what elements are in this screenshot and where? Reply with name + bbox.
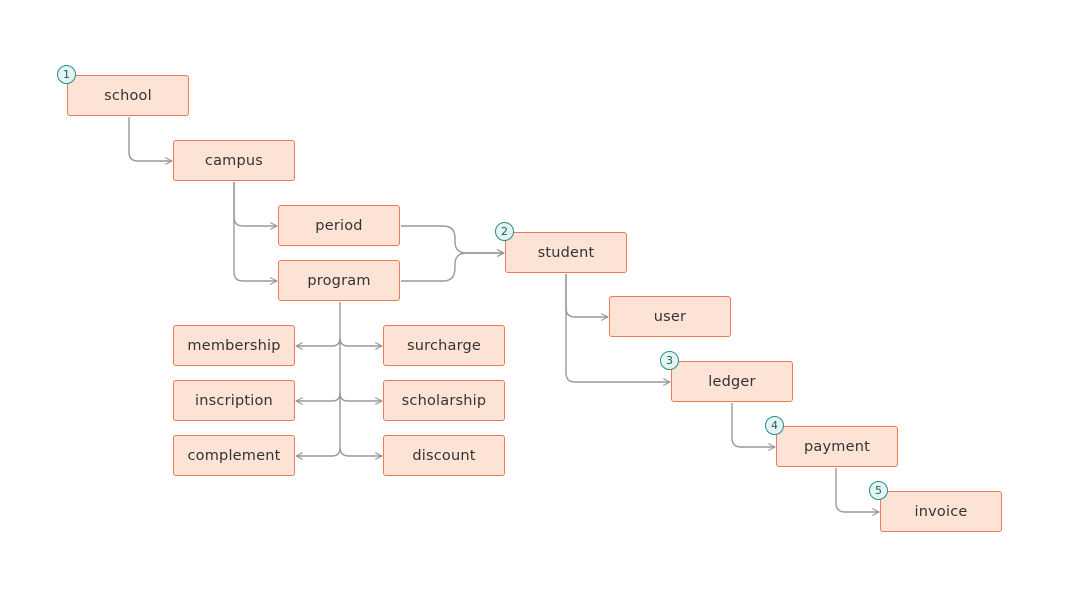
node-label: school xyxy=(104,87,152,104)
edge-program-scholarship xyxy=(339,392,383,405)
node-label: membership xyxy=(187,337,281,354)
node-surcharge: surcharge xyxy=(383,325,505,366)
edge-program-complement xyxy=(295,447,341,460)
node-label: discount xyxy=(412,447,476,464)
node-label: student xyxy=(537,244,595,261)
node-label: scholarship xyxy=(401,392,487,409)
node-period: period xyxy=(278,205,400,246)
node-label: invoice xyxy=(914,503,968,520)
edge-program-inscription xyxy=(295,392,341,405)
step-badge-1: 1 xyxy=(57,65,76,84)
node-ledger: ledger xyxy=(671,361,793,402)
node-campus: campus xyxy=(173,140,295,181)
edge-program-surcharge xyxy=(339,337,383,350)
edge-school-campus xyxy=(128,117,173,165)
program-trunk xyxy=(339,302,350,457)
node-label: period xyxy=(315,217,363,234)
edge-ledger-payment xyxy=(731,403,776,451)
node-complement: complement xyxy=(173,435,295,476)
node-label: program xyxy=(307,272,371,289)
step-badge-3: 3 xyxy=(660,351,679,370)
edge-program-membership xyxy=(295,337,341,350)
node-inscription: inscription xyxy=(173,380,295,421)
node-user: user xyxy=(609,296,731,337)
edge-student-ledger xyxy=(565,274,671,386)
node-discount: discount xyxy=(383,435,505,476)
step-badge-5: 5 xyxy=(869,481,888,500)
step-badge-2: 2 xyxy=(495,222,514,241)
node-scholarship: scholarship xyxy=(383,380,505,421)
node-label: complement xyxy=(187,447,281,464)
node-payment: payment xyxy=(776,426,898,467)
node-label: ledger xyxy=(708,373,756,390)
edge-campus-program xyxy=(233,182,278,285)
node-label: inscription xyxy=(195,392,273,409)
node-program: program xyxy=(278,260,400,301)
node-membership: membership xyxy=(173,325,295,366)
node-student: student xyxy=(505,232,627,273)
node-school: school xyxy=(67,75,189,116)
node-label: campus xyxy=(204,152,264,169)
edge-payment-invoice xyxy=(835,468,880,516)
edge-campus-period xyxy=(233,182,278,230)
step-badge-4: 4 xyxy=(765,416,784,435)
node-label: payment xyxy=(804,438,870,455)
node-invoice: invoice xyxy=(880,491,1002,532)
node-label: surcharge xyxy=(406,337,482,354)
edge-student-user xyxy=(565,274,609,321)
edge-program-student xyxy=(401,249,505,282)
edge-period-student xyxy=(401,225,505,257)
node-label: user xyxy=(653,308,687,325)
